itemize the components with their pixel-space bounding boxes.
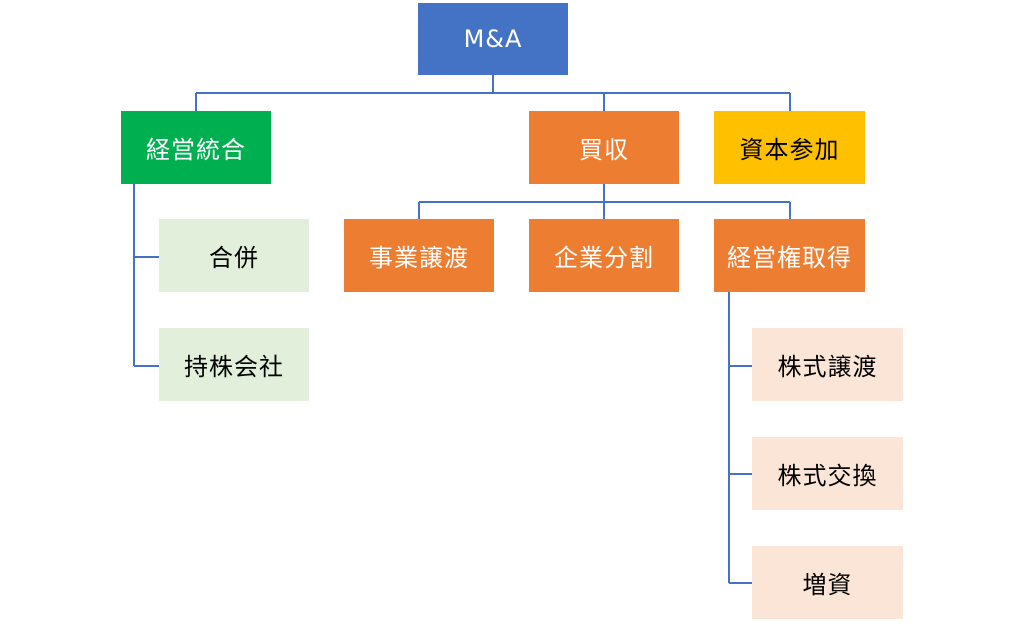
node-capital-participation: 資本参加 (714, 111, 865, 184)
acquisition-label: 買収 (579, 136, 629, 164)
node-holding-company: 持株会社 (159, 328, 309, 401)
capital-increase-label: 増資 (802, 571, 853, 599)
node-share-transfer: 株式譲渡 (752, 328, 903, 401)
business-transfer-label: 事業譲渡 (369, 244, 469, 272)
node-control-acquisition: 経営権取得 (714, 219, 865, 292)
node-capital-increase: 増資 (752, 546, 903, 619)
node-merger-integration: 経営統合 (121, 111, 271, 184)
share-exchange-label: 株式交換 (777, 462, 878, 490)
control-acquisition-label: 経営権取得 (727, 244, 852, 272)
share-transfer-label: 株式譲渡 (777, 353, 878, 381)
root-label: M&A (463, 25, 523, 53)
merger-integration-label: 経営統合 (146, 136, 246, 164)
node-acquisition: 買収 (529, 111, 679, 184)
node-merger: 合併 (159, 219, 309, 292)
company-split-label: 企業分割 (554, 244, 654, 272)
root-node-ma: M&A (418, 3, 568, 75)
merger-label: 合併 (209, 244, 259, 272)
holding-company-label: 持株会社 (184, 353, 284, 381)
capital-participation-label: 資本参加 (739, 136, 840, 164)
node-company-split: 企業分割 (529, 219, 679, 292)
node-business-transfer: 事業譲渡 (344, 219, 494, 292)
node-share-exchange: 株式交換 (752, 437, 903, 510)
